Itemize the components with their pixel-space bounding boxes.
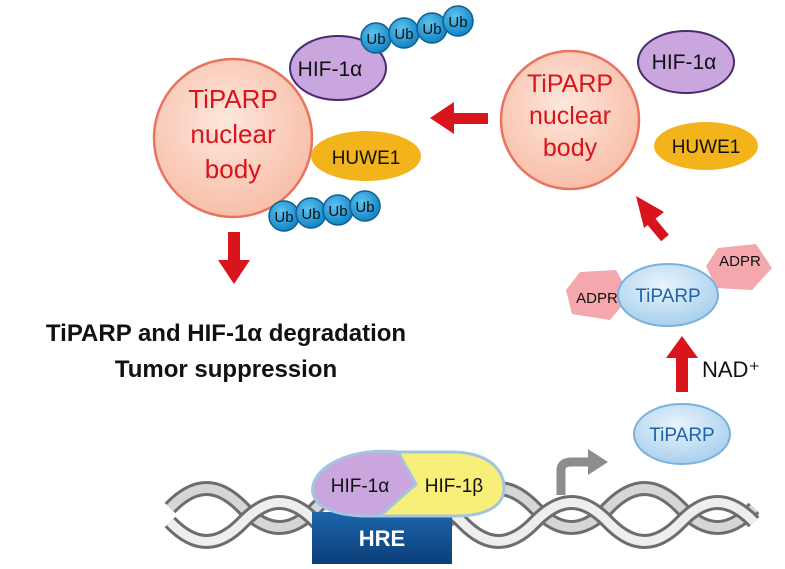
nad-arrow	[666, 336, 698, 392]
tiparp-label: TiPARP	[649, 425, 714, 446]
ub-chain-top: Ub Ub Ub Ub	[360, 5, 474, 54]
nb-right-line2: nuclear	[529, 102, 611, 130]
hre-element: HRE	[312, 512, 452, 564]
ub-label: Ub	[394, 26, 413, 43]
adpr-left-shape	[566, 270, 630, 320]
nb-left-line1: TiPARP	[188, 84, 278, 114]
ubiquitination-arrow	[430, 102, 488, 134]
huwe1-left: HUWE1	[311, 131, 421, 181]
adpr-tiparp-complex: TiPARP ADPR ADPR	[566, 244, 772, 327]
huwe1-left-label: HUWE1	[332, 148, 401, 169]
nb-right-line1: TiPARP	[527, 70, 613, 98]
recruitment-arrow	[636, 196, 669, 242]
ub-bead	[442, 5, 474, 37]
hre-label: HRE	[359, 526, 405, 551]
hif1b-label-dna: HIF-1β	[425, 476, 484, 497]
hif1a-right: HIF-1α	[637, 30, 735, 94]
nuclear-body-left: TiPARP nuclear body	[152, 57, 314, 219]
hif1a-left: HIF-1α	[289, 35, 387, 101]
adpr-right-label: ADPR	[719, 253, 761, 270]
ub-bead	[349, 190, 381, 222]
hif1a-label-dna: HIF-1α	[331, 476, 390, 497]
huwe1-right: HUWE1	[654, 122, 758, 170]
hif1a-right-label: HIF-1α	[652, 51, 717, 74]
ub-label: Ub	[328, 203, 347, 220]
outcome-line2: Tumor suppression	[115, 356, 337, 383]
outcome-line1: TiPARP and HIF-1α degradation	[46, 320, 406, 347]
ub-label: Ub	[422, 21, 441, 38]
huwe1-right-label: HUWE1	[672, 137, 741, 158]
ub-label: Ub	[301, 206, 320, 223]
ub-chain-bottom: Ub Ub Ub Ub	[268, 190, 381, 232]
nb-right-line3: body	[543, 134, 598, 162]
ub-label: Ub	[366, 31, 385, 48]
degradation-arrow	[218, 232, 250, 284]
nad-label: NAD⁺	[702, 357, 760, 382]
tiparp-protein: TiPARP	[633, 403, 731, 465]
ub-label: Ub	[448, 14, 467, 31]
ub-label: Ub	[355, 199, 374, 216]
adpr-left-label: ADPR	[576, 290, 618, 307]
nuclear-body-right: TiPARP nuclear body	[499, 49, 641, 191]
adpr-right-shape	[706, 244, 772, 290]
hif1a-left-label: HIF-1α	[298, 58, 363, 81]
hif1b-shape	[378, 450, 506, 518]
tiparp-adpr-label: TiPARP	[635, 286, 700, 307]
transcription-arrow	[556, 449, 608, 495]
hif-dimer: HIF-1α HIF-1β	[311, 449, 506, 518]
hif1a-shape-dna	[311, 449, 418, 518]
nb-left-line3: body	[205, 154, 261, 184]
nb-left-line2: nuclear	[190, 119, 276, 149]
ub-label: Ub	[274, 209, 293, 226]
